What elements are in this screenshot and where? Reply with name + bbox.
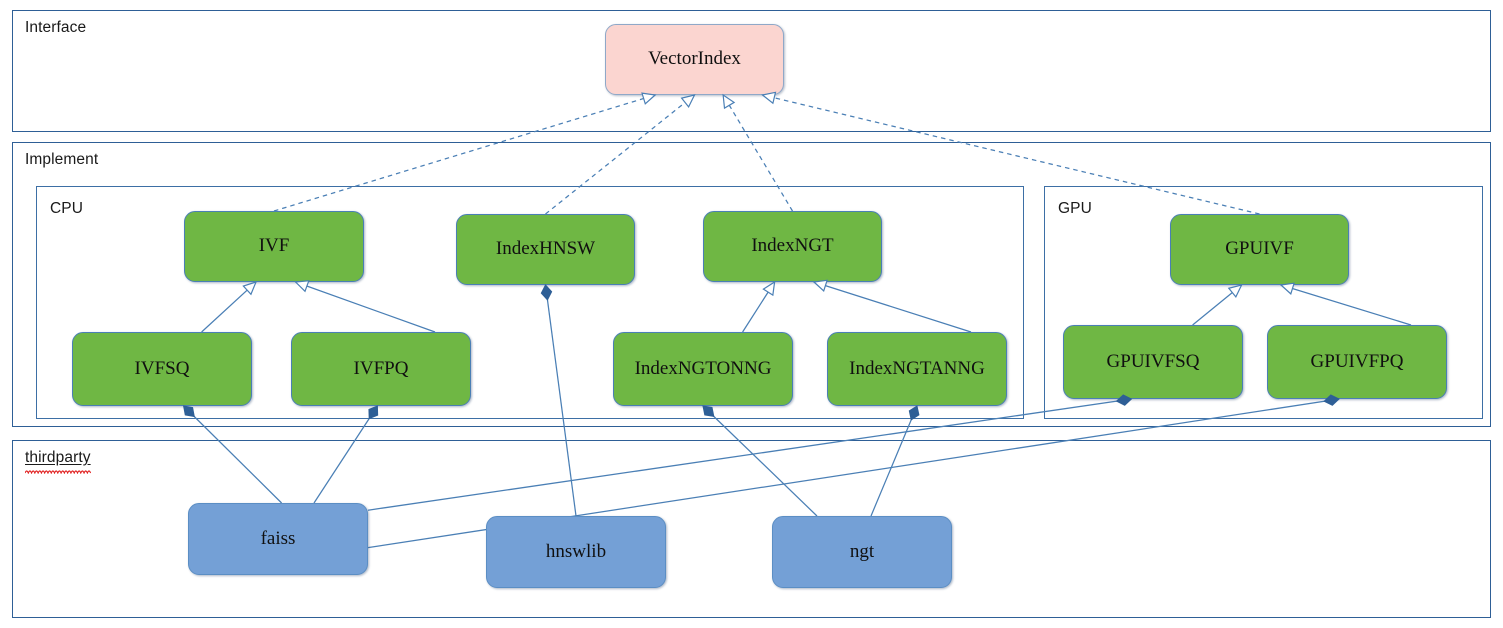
class-node-label: faiss [260,527,296,549]
class-node-label: GPUIVFSQ [1106,350,1200,372]
class-node-label: IVFPQ [353,357,409,379]
class-node-vectorindex[interactable]: VectorIndex [605,24,784,95]
class-node-hnswlib[interactable]: hnswlib [486,516,666,588]
class-node-faiss[interactable]: faiss [188,503,368,575]
class-node-indexngtonng[interactable]: IndexNGTONNG [613,332,793,406]
class-node-label: hnswlib [545,540,607,562]
package-label-interface: Interface [25,19,87,36]
class-node-gpuivf[interactable]: GPUIVF [1170,214,1349,285]
package-label-implement: Implement [25,151,99,168]
class-node-label: GPUIVFPQ [1310,350,1404,372]
subpackage-label-gpu: GPU [1058,200,1092,217]
class-node-label: VectorIndex [648,48,741,70]
class-node-gpuivfpq[interactable]: GPUIVFPQ [1267,325,1447,399]
class-node-label: IVFSQ [134,357,190,379]
class-node-ngt[interactable]: ngt [772,516,952,588]
package-label-thirdparty: thirdparty [25,449,91,474]
class-node-ivf[interactable]: IVF [184,211,364,282]
class-node-label: IndexNGT [751,235,834,257]
class-node-indexngtanng[interactable]: IndexNGTANNG [827,332,1007,406]
class-node-label: IndexHNSW [495,238,596,260]
class-node-ivfsq[interactable]: IVFSQ [72,332,252,406]
class-node-indexngt[interactable]: IndexNGT [703,211,882,282]
class-node-label: IndexNGTANNG [849,357,985,379]
class-node-label: IndexNGTONNG [634,357,772,379]
class-node-ivfpq[interactable]: IVFPQ [291,332,471,406]
class-node-gpuivfsq[interactable]: GPUIVFSQ [1063,325,1243,399]
subpackage-label-cpu: CPU [50,200,84,217]
class-node-indexhnsw[interactable]: IndexHNSW [456,214,635,285]
class-node-label: IVF [258,235,290,257]
class-node-label: GPUIVF [1225,238,1294,260]
class-node-label: ngt [849,540,875,562]
